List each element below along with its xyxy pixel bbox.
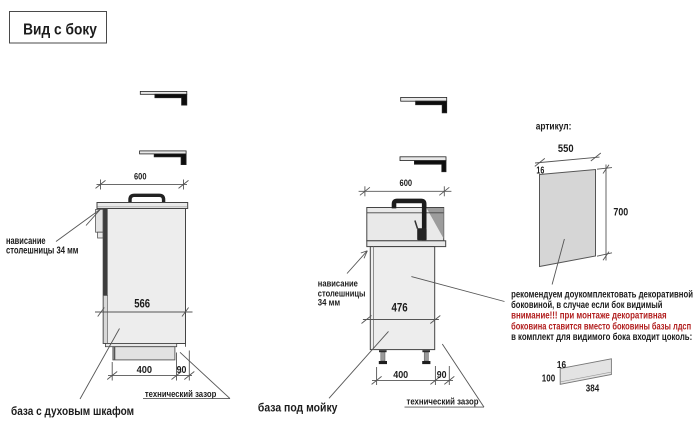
svg-text:476: 476 <box>392 303 408 315</box>
svg-text:566: 566 <box>134 299 150 311</box>
svg-text:нависание: нависание <box>6 236 46 247</box>
svg-text:600: 600 <box>134 172 147 183</box>
svg-text:боковина ставится вместо боков: боковина ставится вместо боковины базы л… <box>511 320 691 332</box>
svg-text:34 мм: 34 мм <box>318 298 340 309</box>
svg-text:400: 400 <box>137 365 153 376</box>
svg-text:артикул:: артикул: <box>536 121 572 132</box>
svg-text:600: 600 <box>400 178 413 189</box>
svg-text:технический зазор: технический зазор <box>145 389 217 400</box>
svg-text:384: 384 <box>586 382 600 394</box>
svg-text:база под мойку: база под мойку <box>258 403 338 415</box>
svg-text:в комплект для видимого бока в: в комплект для видимого бока входит цоко… <box>511 331 692 343</box>
svg-text:рекомендуем доукомплектовать д: рекомендуем доукомплектовать декоративно… <box>511 290 693 301</box>
svg-text:боковиной, в случае если бок в: боковиной, в случае если бок видимый <box>511 299 662 311</box>
svg-text:100: 100 <box>542 372 556 384</box>
svg-text:нависание: нависание <box>318 278 358 289</box>
svg-text:90: 90 <box>177 365 187 376</box>
svg-text:Вид с боку: Вид с боку <box>23 22 97 39</box>
svg-text:столешницы 34 мм: столешницы 34 мм <box>6 246 78 257</box>
svg-text:16: 16 <box>557 359 566 371</box>
svg-text:550: 550 <box>558 143 574 155</box>
svg-text:400: 400 <box>393 370 408 381</box>
svg-text:столешницы: столешницы <box>318 289 366 300</box>
svg-text:технический зазор: технический зазор <box>407 397 479 408</box>
svg-text:внимание!!! при монтаже декора: внимание!!! при монтаже декоративная <box>511 311 667 322</box>
svg-text:база с духовым шкафом: база с духовым шкафом <box>11 406 134 418</box>
svg-text:700: 700 <box>613 206 628 218</box>
svg-text:90: 90 <box>437 370 447 381</box>
svg-text:16: 16 <box>536 164 544 176</box>
